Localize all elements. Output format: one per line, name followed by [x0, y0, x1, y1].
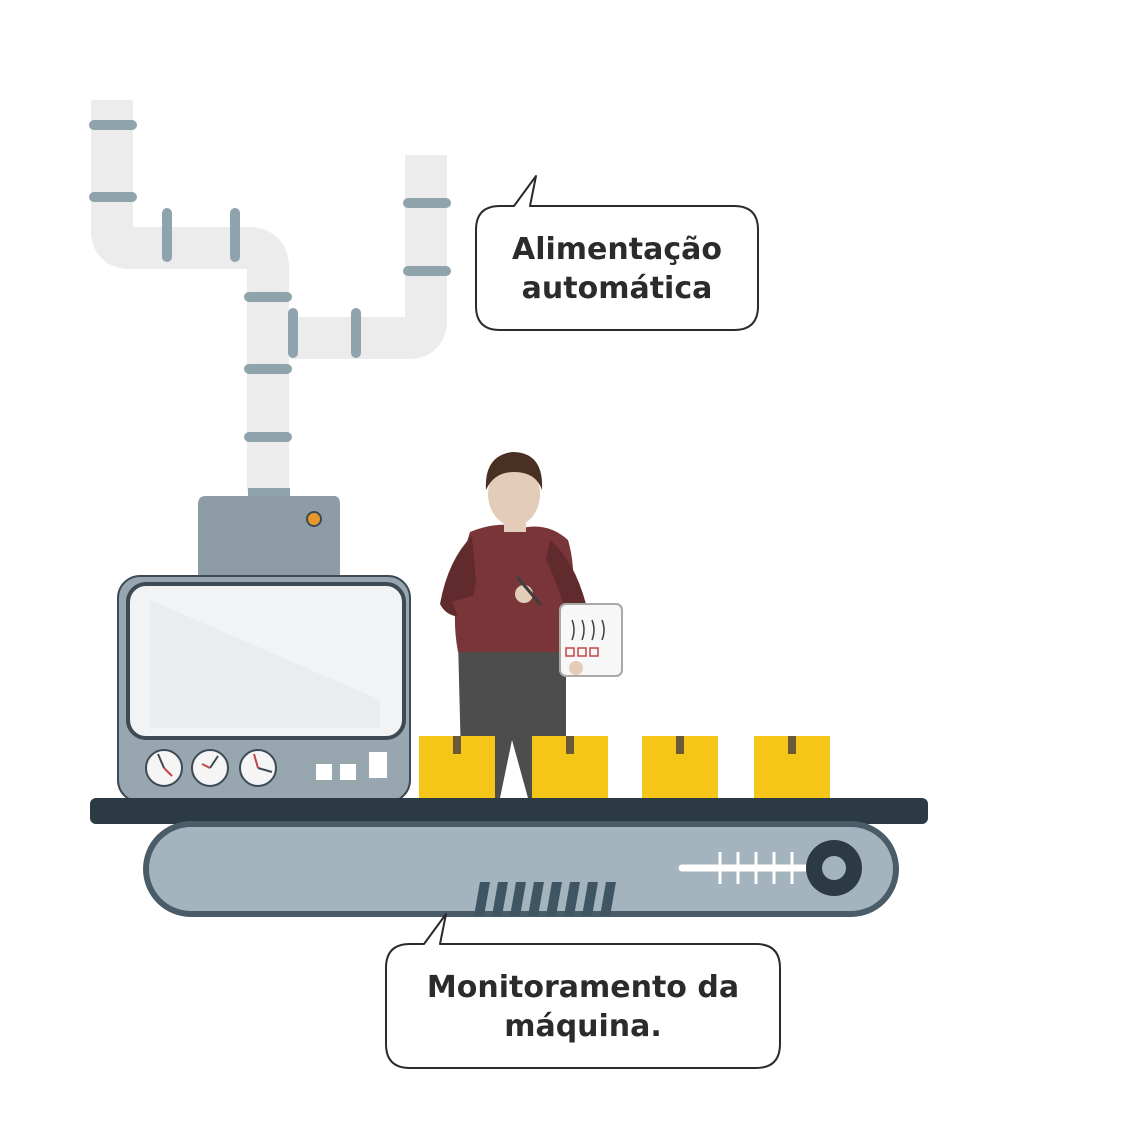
- box-icon: [532, 736, 608, 800]
- pipe-illustration: [89, 100, 451, 492]
- machine-button: [340, 764, 356, 780]
- gauge-icon: [239, 749, 277, 787]
- callout-machine-monitoring: Monitoramento da máquina.: [386, 946, 780, 1068]
- machine-button: [316, 764, 332, 780]
- box-icon: [642, 736, 718, 800]
- callout-top-line1: Alimentação: [512, 232, 722, 267]
- callout-bottom-line1: Monitoramento da: [426, 970, 740, 1005]
- box-icon: [754, 736, 830, 800]
- callout-bottom-shape: [385, 913, 781, 1069]
- hopper-illustration: [198, 488, 340, 576]
- conveyor-belt: [90, 798, 928, 917]
- callout-automatic-feeding: Alimentação automática: [476, 208, 758, 330]
- machine-button: [369, 752, 387, 778]
- callout-top-shape: [475, 175, 759, 331]
- callout-bottom-line2: máquina.: [504, 1009, 662, 1044]
- callout-top-line2: automática: [521, 271, 713, 306]
- gauge-icon: [145, 749, 183, 787]
- clipboard-icon: [559, 603, 623, 677]
- machine-illustration: [117, 575, 411, 803]
- box-icon: [419, 736, 495, 800]
- indicator-light: [306, 511, 322, 527]
- gauge-icon: [191, 749, 229, 787]
